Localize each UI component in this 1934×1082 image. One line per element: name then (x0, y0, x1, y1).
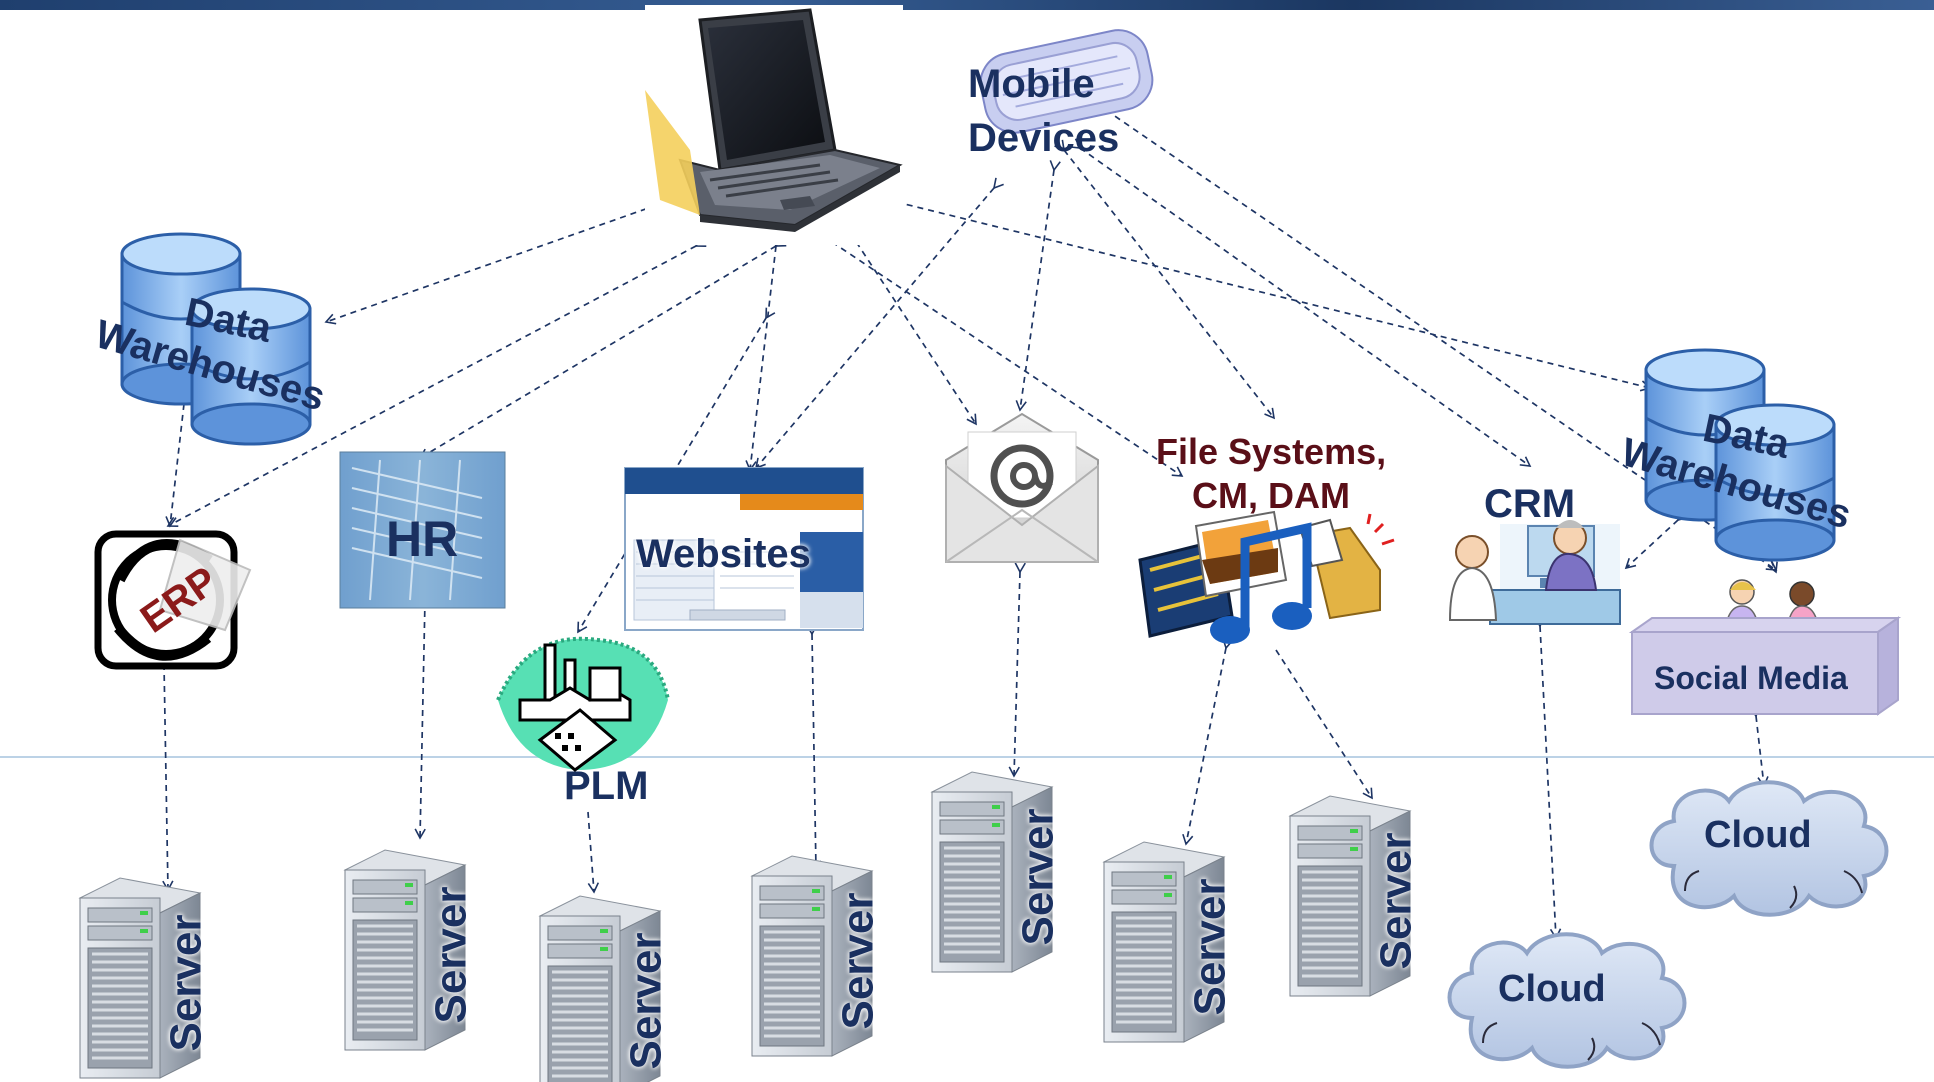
crm-label: CRM (1484, 482, 1576, 526)
top-banner (0, 0, 1934, 10)
crm-people-icon (1448, 520, 1621, 625)
server-7-label: Server (1371, 832, 1421, 970)
cloud-1-label: Cloud (1498, 968, 1606, 1010)
mobile-phone-icon (979, 29, 1154, 134)
hr-label: HR (386, 511, 459, 567)
social-media-label: Social Media (1654, 660, 1848, 696)
server-4-label: Server (833, 892, 883, 1030)
server-1-label: Server (161, 914, 211, 1052)
file-systems-label-line2: CM, DAM (1192, 475, 1350, 516)
erp-icon (94, 530, 252, 670)
server-5-label: Server (1013, 808, 1063, 946)
cloud-2-label: Cloud (1704, 814, 1812, 856)
server-2-label: Server (426, 886, 476, 1024)
plm-factory-icon (496, 636, 670, 772)
laptop-icon (645, 5, 903, 245)
plm-label: PLM (564, 764, 649, 808)
websites-label: Websites (636, 532, 811, 576)
file-systems-label-line1: File Systems, (1156, 431, 1387, 472)
media-files-icon (1138, 510, 1395, 644)
mobile-devices-label-line1: Mobile (968, 62, 1095, 106)
mobile-devices-label-line2: Devices (968, 116, 1120, 160)
tier-divider (0, 756, 1934, 758)
server-3-label: Server (621, 932, 671, 1070)
server-6-label: Server (1185, 878, 1235, 1016)
social-media-box (1628, 616, 1902, 716)
email-envelope-icon (945, 412, 1099, 563)
hr-icon (339, 451, 506, 609)
website-screenshot-icon (624, 467, 864, 631)
